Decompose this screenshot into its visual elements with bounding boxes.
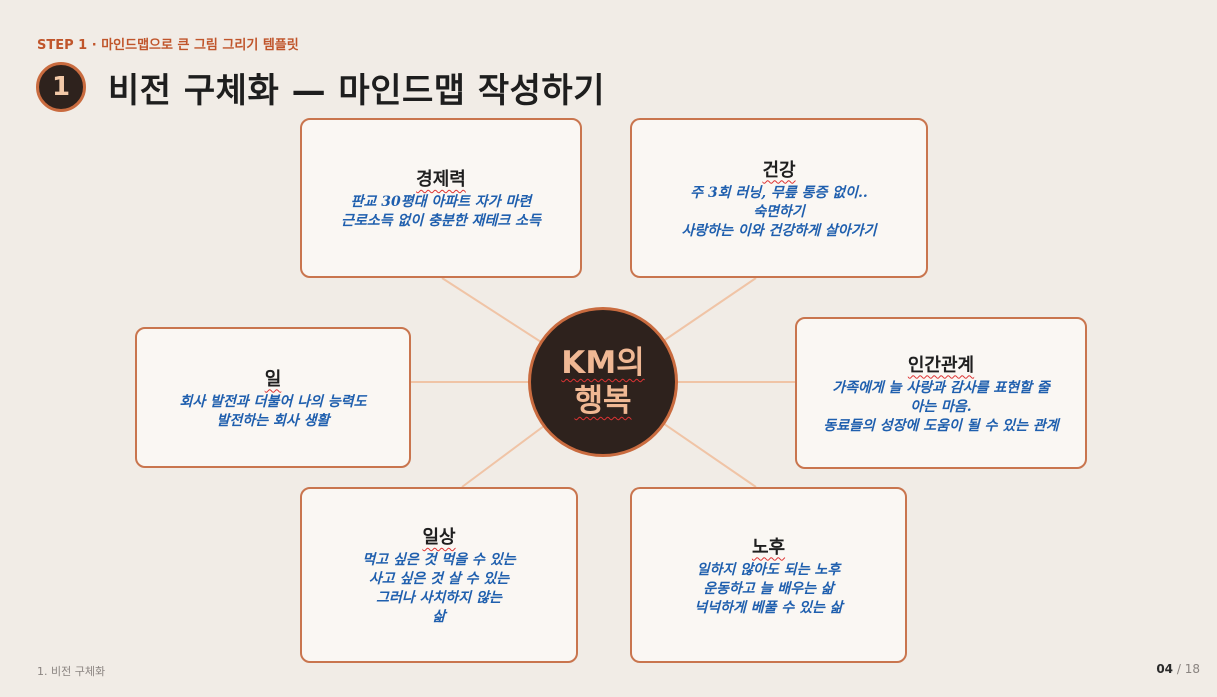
card-title: 건강	[762, 159, 796, 181]
footer-section-label: 1. 비전 구체화	[37, 665, 106, 678]
card-line: 넉넉하게 베풀 수 있는 삶	[694, 599, 843, 616]
card-line: 일하지 않아도 되는 노후	[696, 561, 841, 578]
center-line1: KM의	[561, 345, 645, 381]
card-title: 경제력	[416, 169, 466, 190]
card-line: 그러나 사치하지 않는	[376, 590, 502, 606]
card-line: 주 3회 러닝, 무릎 통증 없이..	[690, 184, 868, 201]
card-work: 일 회사 발전과 더불어 나의 능력도 발전하는 회사 생활	[135, 327, 411, 468]
card-line: 판교 30평대 아파트 자가 마련	[350, 194, 532, 210]
card-line: 회사 발전과 더불어 나의 능력도	[179, 393, 367, 410]
center-hub: KM의 행복	[528, 307, 678, 457]
step-label: STEP 1 · 마인드맵으로 큰 그림 그리기 템플릿	[37, 38, 299, 53]
card-wealth: 경제력 판교 30평대 아파트 자가 마련 근로소득 없이 충분한 재테크 소득	[300, 118, 582, 278]
page-indicator: 04 / 18	[1156, 662, 1200, 676]
card-title: 일상	[422, 527, 456, 548]
card-line: 아는 마음.	[910, 398, 972, 415]
page-current: 04	[1156, 662, 1174, 676]
page-total: 18	[1184, 662, 1200, 676]
card-line: 사고 싶은 것 살 수 있는	[368, 571, 510, 587]
center-line2: 행복	[574, 383, 632, 419]
card-title: 일	[264, 368, 282, 390]
card-relations: 인간관계 가족에게 늘 사랑과 감사를 표현할 줄 아는 마음. 동료들의 성장…	[795, 317, 1087, 469]
card-line: 숙면하기	[753, 203, 805, 220]
page-separator: /	[1176, 662, 1181, 676]
card-line: 삶	[432, 609, 446, 625]
card-line: 가족에게 늘 사랑과 감사를 표현할 줄	[832, 379, 1050, 396]
card-line: 발전하는 회사 생활	[216, 412, 330, 429]
card-title: 노후	[751, 536, 786, 558]
card-line: 동료들의 성장에 도움이 될 수 있는 관계	[823, 417, 1059, 434]
card-retirement: 노후 일하지 않아도 되는 노후 운동하고 늘 배우는 삶 넉넉하게 베풀 수 …	[630, 487, 907, 663]
step-number-badge: 1	[36, 62, 86, 112]
page-title: 비전 구체화 — 마인드맵 작성하기	[108, 71, 605, 111]
card-daily: 일상 먹고 싶은 것 먹을 수 있는 사고 싶은 것 살 수 있는 그러나 사치…	[300, 487, 578, 663]
card-line: 사랑하는 이와 건강하게 살아가기	[681, 222, 877, 239]
card-line: 먹고 싶은 것 먹을 수 있는	[362, 552, 516, 568]
card-title: 인간관계	[907, 354, 975, 376]
card-line: 운동하고 늘 배우는 삶	[703, 580, 834, 597]
card-line: 근로소득 없이 충분한 재테크 소득	[341, 213, 541, 229]
card-health: 건강 주 3회 러닝, 무릎 통증 없이.. 숙면하기 사랑하는 이와 건강하게…	[630, 118, 928, 278]
